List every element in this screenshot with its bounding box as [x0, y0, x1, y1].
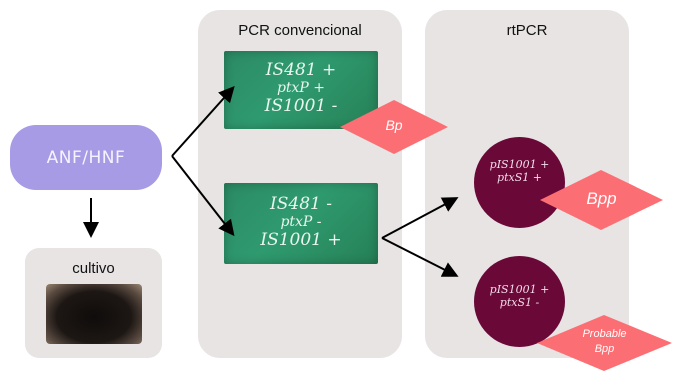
result-bp-tag: Bp [340, 100, 448, 154]
result-bpp-tag: Bpp [540, 170, 663, 230]
result-bpp-shape [540, 170, 663, 230]
pcr-panel-title: PCR convencional [238, 22, 362, 39]
result-probable-bpp-shape [537, 315, 672, 371]
pcr-board-top: IS481 + ptxP + IS1001 - [224, 51, 378, 129]
circle-bottom-line-2: ptxS1 - [499, 296, 540, 309]
circle-bottom-line-1: pIS1001 + [489, 283, 550, 296]
board-top-line-3: IS1001 - [264, 96, 338, 116]
board-top-line-2: ptxP + [276, 80, 326, 96]
rtpcr-panel-title: rtPCR [506, 22, 548, 39]
arrow-pcr-to-circle-bottom [381, 237, 459, 277]
result-probable-line-2: Bpp [594, 343, 615, 355]
board-bottom-line-1: IS481 - [270, 194, 332, 214]
rtpcr-circle-bottom: pIS1001 + ptxS1 - [474, 256, 565, 347]
culture-label: cultivo [72, 260, 115, 277]
board-bottom-line-3: IS1001 + [260, 230, 342, 250]
arrow-pcr-to-circle-top [381, 197, 459, 239]
pcr-board-bottom: IS481 - ptxP - IS1001 + [224, 183, 378, 264]
result-bp-shape [340, 100, 448, 154]
result-probable-line-1: Probable [582, 328, 627, 340]
circle-top-line-1: pIS1001 + [489, 158, 550, 171]
rtpcr-circle-top: pIS1001 + ptxS1 + [474, 137, 565, 228]
arrow-source-to-pcr-bottom [171, 155, 235, 237]
result-probable-bpp-tag: Probable Bpp [537, 315, 672, 371]
circle-top-line-2: ptxS1 + [497, 171, 542, 184]
board-bottom-line-2: ptxP - [280, 214, 322, 230]
arrow-source-to-pcr-top [171, 86, 235, 157]
culture-photo [46, 284, 142, 344]
result-bp-label: Bp [385, 117, 403, 133]
board-top-line-1: IS481 + [265, 60, 337, 80]
source-node: ANF/HNF [10, 125, 162, 190]
result-bpp-label: Bpp [586, 189, 617, 208]
source-label: ANF/HNF [46, 147, 126, 168]
